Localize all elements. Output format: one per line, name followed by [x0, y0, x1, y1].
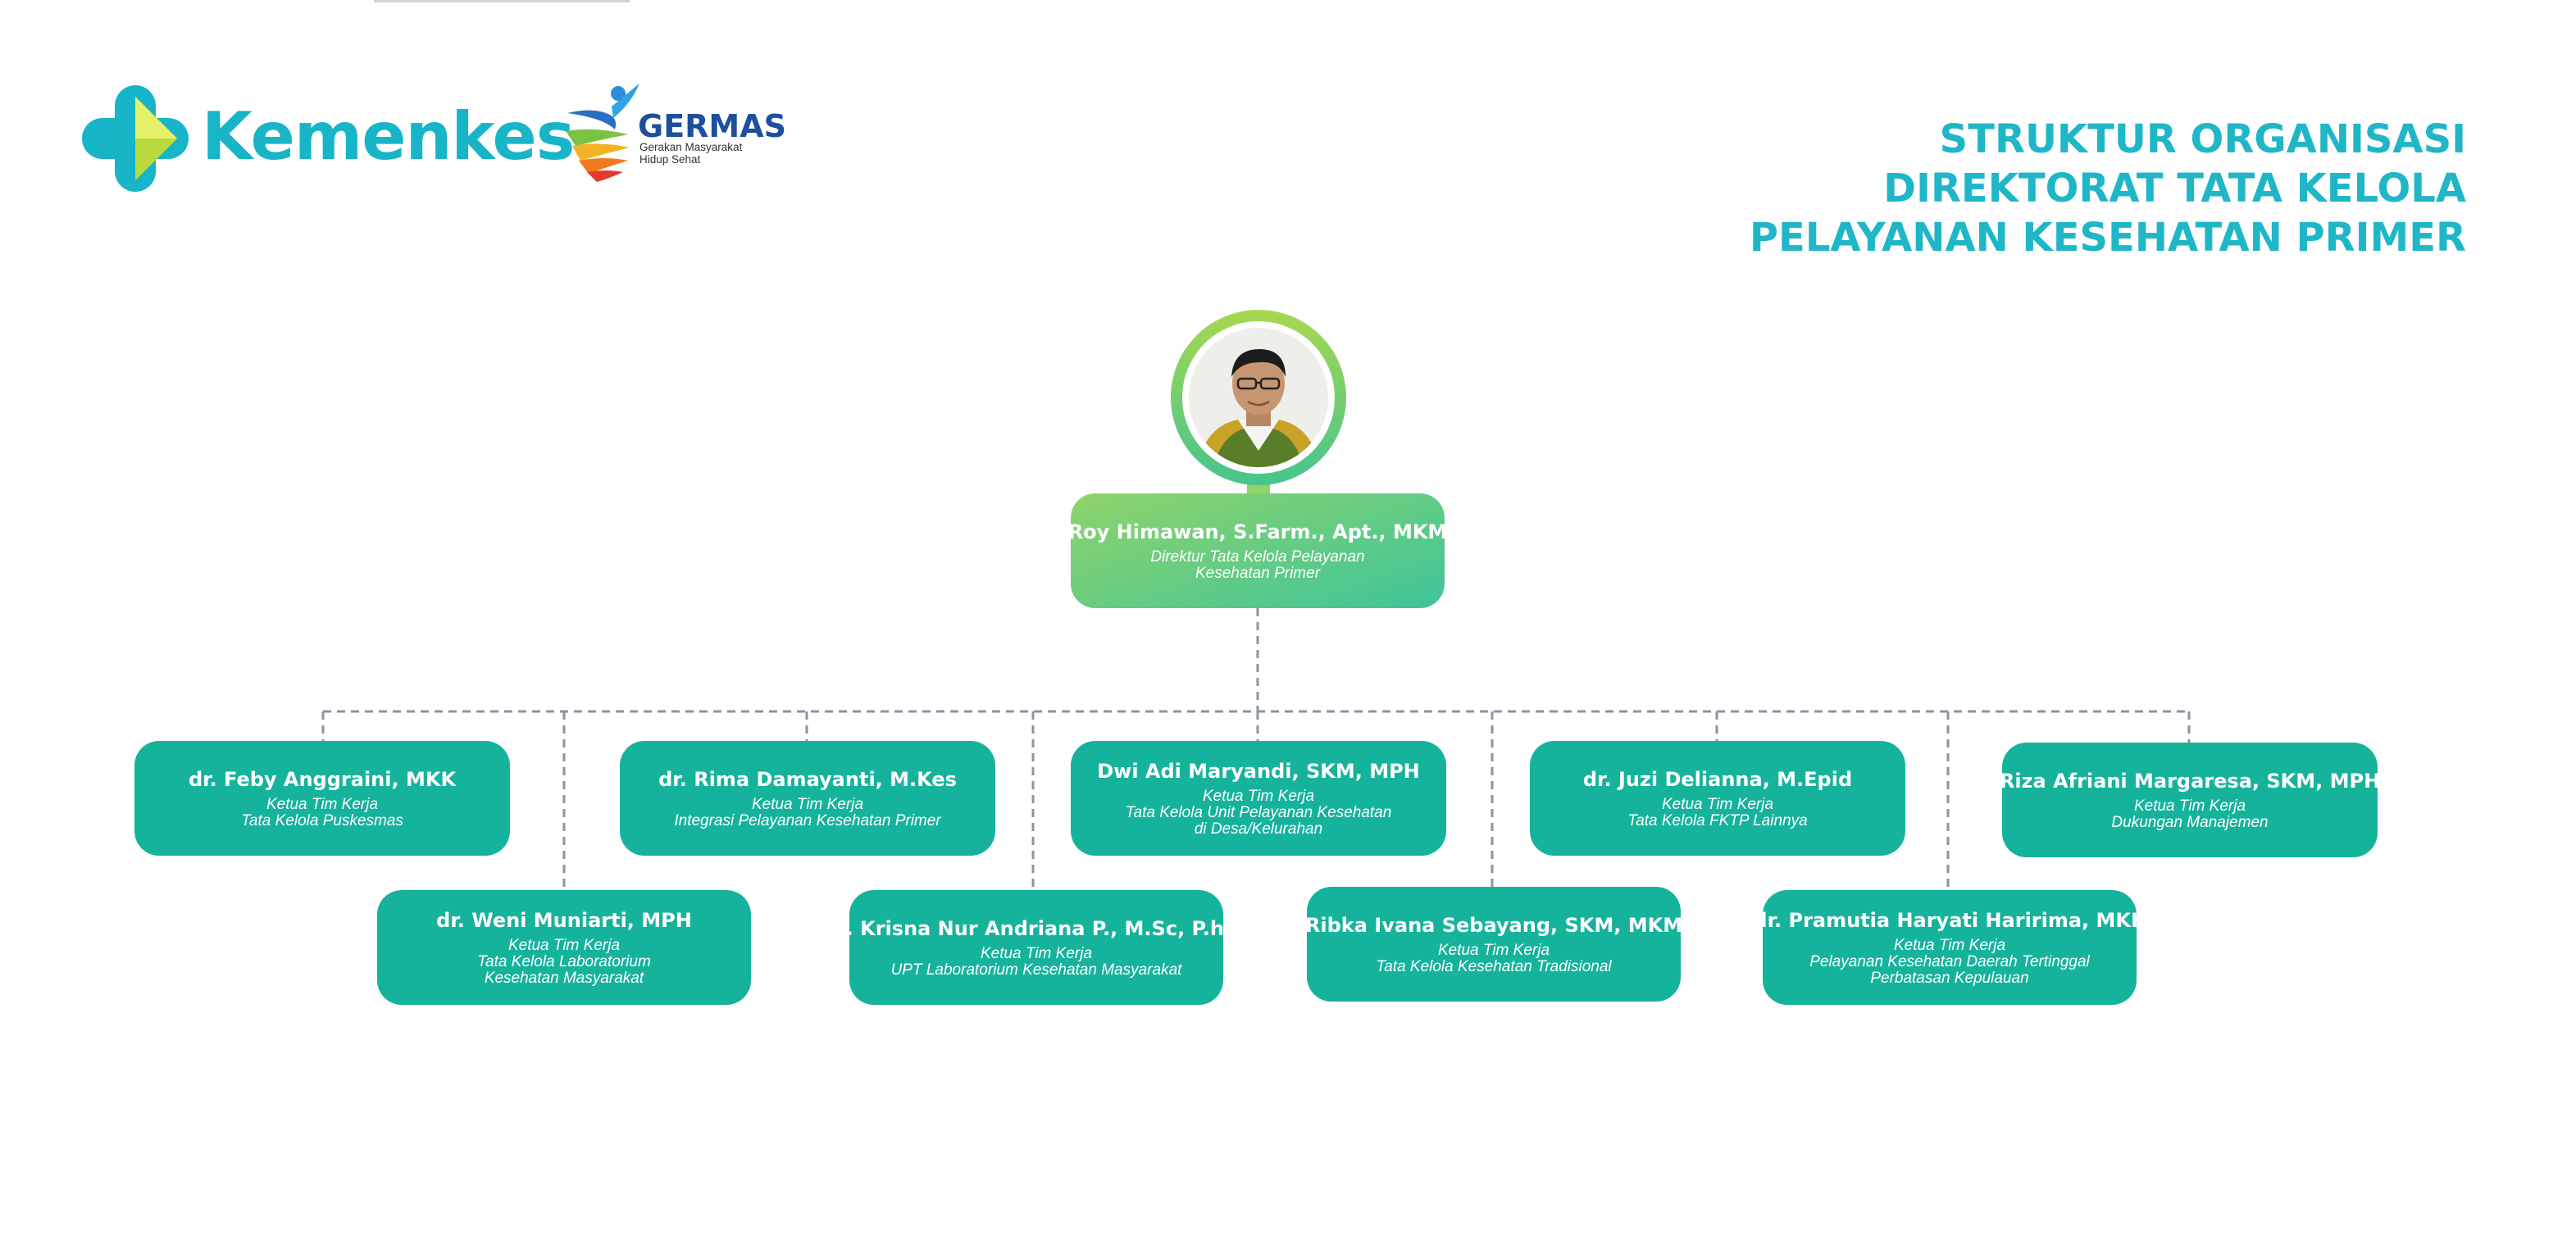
team-role: Ketua Tim Kerja UPT Laboratorium Kesehat… [891, 946, 1182, 979]
page-title-line: STRUKTUR ORGANISASI [1939, 116, 2466, 162]
team-role-line: di Desa/Kelurahan [1194, 820, 1323, 838]
team-role-line: Perbatasan Kepulauan [1870, 970, 2029, 987]
director-card: Roy Himawan, S.Farm., Apt., MKM Direktur… [1067, 493, 1448, 608]
germas-subtitle: Gerakan Masyarakat Hidup Sehat [639, 141, 787, 166]
team-role: Ketua Tim Kerja Tata Kelola Kesehatan Tr… [1376, 943, 1611, 975]
team-role: Ketua Tim Kerja Tata Kelola Laboratorium… [477, 938, 651, 987]
director-photo-frame [1171, 310, 1346, 485]
team-role-line: Tata Kelola Puskesmas [241, 812, 403, 829]
team-lead-name: Ribka Ivana Sebayang, SKM, MKM [1304, 914, 1683, 937]
team-role-line: Ketua Tim Kerja [1893, 937, 2006, 954]
team-role: Ketua Tim Kerja Tata Kelola FKTP Lainnya [1627, 797, 1807, 829]
team-role-line: Ketua Tim Kerja [980, 945, 1093, 962]
page-title-line: PELAYANAN KESEHATAN PRIMER [1749, 215, 2466, 261]
director-role-line: Kesehatan Primer [1195, 565, 1321, 582]
team-lead-name: dr. Pramutia Haryati Haririma, MKK [1753, 909, 2146, 932]
team-card: dr. Weni Muniarti, MPH Ketua Tim Kerja T… [377, 890, 751, 1005]
team-role-line: Kesehatan Masyarakat [484, 970, 644, 987]
team-card: Riza Afriani Margaresa, SKM, MPH Ketua T… [1999, 743, 2381, 857]
team-role: Ketua Tim Kerja Dukungan Manajemen [2111, 798, 2268, 831]
team-card: dr. Rima Damayanti, M.Kes Ketua Tim Kerj… [620, 741, 995, 856]
team-role: Ketua Tim Kerja Pelayanan Kesehatan Daer… [1809, 938, 2090, 987]
germas-subtitle-line: Gerakan Masyarakat [639, 141, 743, 153]
director-photo [1189, 328, 1328, 467]
team-card: dr. Feby Anggraini, MKK Ketua Tim Kerja … [134, 741, 510, 856]
team-role-line: Dukungan Manajemen [2111, 814, 2269, 831]
page-title-line: DIREKTORAT TATA KELOLA [1883, 166, 2466, 211]
team-role-line: Tata Kelola FKTP Lainnya [1627, 812, 1808, 829]
team-role-line: Ketua Tim Kerja [1437, 942, 1550, 959]
portrait-photo-icon [1189, 328, 1328, 467]
team-card: Dwi Adi Maryandi, SKM, MPH Ketua Tim Ker… [1071, 741, 1446, 856]
team-role-line: Ketua Tim Kerja [1661, 796, 1774, 813]
team-role: Ketua Tim Kerja Tata Kelola Puskesmas [241, 797, 403, 829]
team-lead-name: Dwi Adi Maryandi, SKM, MPH [1097, 760, 1420, 783]
germas-logo-icon [566, 84, 639, 182]
team-card: Ribka Ivana Sebayang, SKM, MKM Ketua Tim… [1304, 887, 1683, 1002]
team-role-line: Ketua Tim Kerja [507, 937, 621, 954]
team-role-line: Pelayanan Kesehatan Daerah Tertinggal [1809, 953, 2090, 970]
team-role-line: Tata Kelola Kesehatan Tradisional [1376, 958, 1612, 975]
team-role-line: Ketua Tim Kerja [1202, 788, 1315, 805]
top-divider [374, 0, 630, 2]
team-role-line: Ketua Tim Kerja [2133, 797, 2246, 815]
team-role-line: Ketua Tim Kerja [751, 796, 864, 813]
director-role: Direktur Tata Kelola Pelayanan Kesehatan… [1150, 549, 1364, 582]
director-name: Roy Himawan, S.Farm., Apt., MKM [1067, 520, 1448, 543]
page-title: STRUKTUR ORGANISASI DIREKTORAT TATA KELO… [1750, 115, 2466, 262]
team-role-line: UPT Laboratorium Kesehatan Masyarakat [890, 961, 1182, 979]
kemenkes-wordmark: Kemenkes [202, 98, 575, 175]
team-lead-name: dr. Krisna Nur Andriana P., M.Sc, P.h.D [825, 917, 1248, 940]
team-role-line: Integrasi Pelayanan Kesehatan Primer [674, 812, 941, 829]
team-lead-name: Riza Afriani Margaresa, SKM, MPH [1999, 770, 2381, 793]
team-lead-name: dr. Weni Muniarti, MPH [436, 909, 692, 932]
kemenkes-logo-icon [82, 85, 189, 192]
director-role-line: Direktur Tata Kelola Pelayanan [1150, 548, 1365, 566]
team-card: dr. Krisna Nur Andriana P., M.Sc, P.h.D … [825, 890, 1248, 1005]
team-lead-name: dr. Rima Damayanti, M.Kes [658, 768, 957, 791]
team-lead-name: dr. Juzi Delianna, M.Epid [1582, 768, 1853, 791]
germas-wordmark: GERMAS [638, 108, 787, 144]
team-card: dr. Pramutia Haryati Haririma, MKK Ketua… [1753, 890, 2146, 1005]
team-role-line: Tata Kelola Laboratorium [477, 953, 651, 970]
team-role: Ketua Tim Kerja Tata Kelola Unit Pelayan… [1126, 788, 1392, 838]
team-lead-name: dr. Feby Anggraini, MKK [188, 768, 457, 791]
team-role: Ketua Tim Kerja Integrasi Pelayanan Kese… [674, 797, 940, 829]
team-role-line: Tata Kelola Unit Pelayanan Kesehatan [1125, 804, 1392, 821]
team-card: dr. Juzi Delianna, M.Epid Ketua Tim Kerj… [1530, 741, 1905, 856]
director-photo-inner [1182, 321, 1335, 474]
germas-subtitle-line: Hidup Sehat [639, 153, 701, 166]
team-role-line: Ketua Tim Kerja [266, 796, 379, 813]
